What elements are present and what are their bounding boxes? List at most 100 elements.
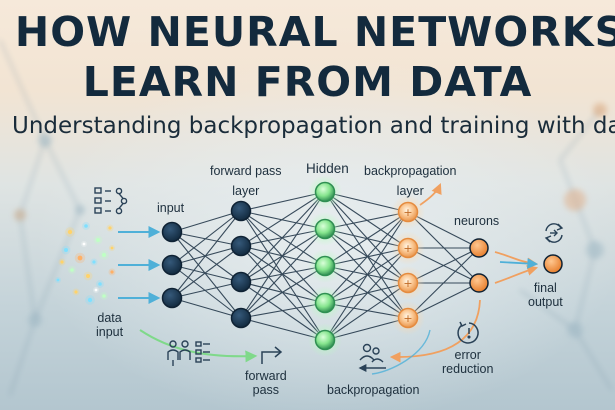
hidden-layer-node <box>314 255 336 277</box>
data-particle <box>67 229 73 235</box>
subtitle: Understanding backpropagation and traini… <box>12 113 615 139</box>
input-label: input <box>157 201 185 215</box>
data-particle <box>98 282 102 286</box>
plus-icon: + <box>403 242 412 255</box>
data-particle <box>84 224 88 228</box>
data-particle <box>108 226 112 230</box>
connection-line <box>240 210 326 341</box>
connection-line <box>324 211 409 341</box>
plus-icon: + <box>403 312 412 325</box>
data-particle <box>82 242 86 246</box>
data-particle <box>101 252 107 258</box>
neurons-layer-node <box>469 273 489 293</box>
backprop-top-line-2: layer <box>396 184 424 198</box>
connection-line <box>171 231 242 283</box>
data-particle <box>87 297 93 303</box>
data-particle <box>102 294 106 298</box>
connection-line <box>171 210 242 233</box>
forward-pass-top-line-1: forward pass <box>210 164 282 178</box>
input-layer-node <box>161 287 183 309</box>
cycle-arrow-icon <box>544 223 564 243</box>
backprop-top-label: backpropagation layer <box>364 164 456 198</box>
connection-line <box>171 210 242 266</box>
data-particle <box>92 260 96 264</box>
layer-2-node <box>230 307 252 329</box>
input-layer-node <box>161 254 183 276</box>
data-input-line-1: data <box>97 311 122 325</box>
forward-pass-bottom-line-2: pass <box>252 383 280 397</box>
connection-line <box>171 264 242 319</box>
forward-pass-bottom-line-1: forward <box>245 369 287 383</box>
connection-line <box>171 210 242 299</box>
connection-line <box>171 281 242 299</box>
output-arrows <box>494 251 539 284</box>
data-particle <box>74 290 78 294</box>
data-particle <box>70 268 74 272</box>
final-output-line-1: final <box>533 281 557 295</box>
connection-line <box>240 191 326 283</box>
tree-structure-icon <box>94 187 128 215</box>
data-particle <box>110 246 114 250</box>
connection-line <box>240 228 326 319</box>
input-layer-node <box>161 221 183 243</box>
hidden-layer-node <box>314 218 336 240</box>
data-input-line-2: input <box>96 325 124 339</box>
backprop-loop-arrow <box>389 299 481 363</box>
people-list-icon <box>167 340 210 366</box>
hidden-layer-node <box>314 181 336 203</box>
final-output-label: final output <box>528 281 563 309</box>
connection-line <box>240 191 326 319</box>
forward-pass-bottom-label: forward pass <box>245 369 287 397</box>
connection-line <box>324 211 409 304</box>
neurons-label: neurons <box>454 214 500 228</box>
data-particles <box>54 222 116 305</box>
title-line-1: HOW NEURAL NETWORKS <box>14 8 615 56</box>
final-output-line-2: output <box>528 295 563 309</box>
connection-line <box>324 191 409 284</box>
backprop-lower-curve <box>371 329 431 375</box>
data-particle <box>56 278 60 282</box>
connection-line <box>171 231 242 319</box>
connection-line <box>240 210 326 304</box>
hidden-layer-node <box>314 292 336 314</box>
connection-line <box>171 231 242 247</box>
layer-2-node <box>230 200 252 222</box>
neurons-layer-node <box>469 238 489 258</box>
output-layer-node <box>543 254 563 274</box>
data-input-arrows <box>118 226 161 304</box>
layer-2-node <box>230 235 252 257</box>
connection-line <box>324 247 409 341</box>
backprop-layer-node <box>397 201 419 223</box>
backprop-layer-node <box>397 237 419 259</box>
connection-line <box>171 264 242 283</box>
connection-line <box>171 297 242 319</box>
error-reduction-line-2: reduction <box>442 362 494 376</box>
hidden-layer-node <box>314 329 336 351</box>
data-particle <box>64 248 68 252</box>
data-particle <box>60 260 64 264</box>
users-icon <box>359 343 384 363</box>
forward-pass-bottom-arrow <box>139 329 258 363</box>
data-particle <box>96 238 100 242</box>
data-particle <box>94 288 98 292</box>
backprop-layer-node <box>397 272 419 294</box>
forward-pass-top-line-2: layer <box>232 184 260 198</box>
connection-line <box>324 228 409 319</box>
plus-icon: + <box>403 206 412 219</box>
hidden-label: Hidden <box>306 161 349 176</box>
forward-pass-top-label: forward pass layer <box>210 164 282 198</box>
data-particle <box>110 270 114 274</box>
layer-2-node <box>230 271 252 293</box>
backprop-top-line-1: backpropagation <box>364 164 457 178</box>
data-input-label: data input <box>96 311 123 339</box>
title-line-2: LEARN FROM DATA <box>82 58 533 106</box>
connection-line <box>324 191 409 319</box>
data-particle <box>77 255 83 261</box>
connection-line <box>171 245 242 299</box>
backprop-layer-node <box>397 307 419 329</box>
plus-icon: + <box>403 277 412 290</box>
backprop-bottom-label: backpropagation <box>327 383 420 397</box>
